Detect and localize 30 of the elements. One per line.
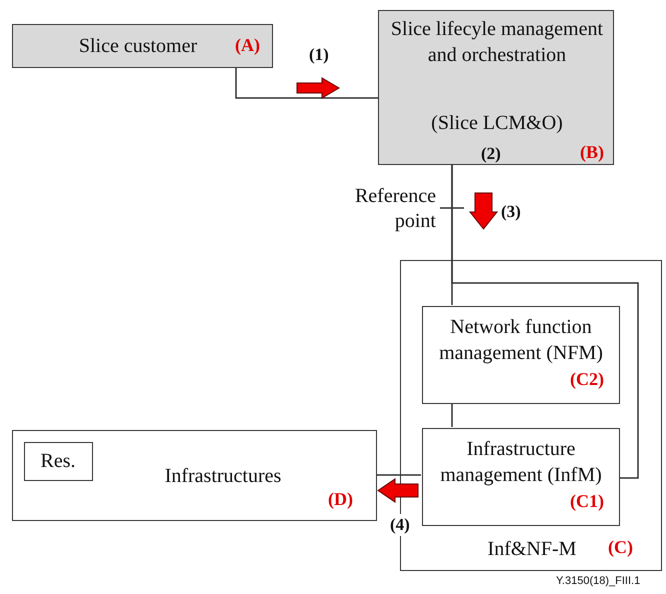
step-number: (2) [481,144,501,164]
actor-box [12,24,273,68]
box-title: Slice customer [78,34,198,59]
step-number: (1) [309,45,329,65]
box-title: (Slice LCM&O) [430,111,564,136]
step-number: (3) [501,202,521,222]
function-box [422,306,620,404]
step-number: (4) [390,514,410,536]
resource-box [24,442,93,481]
reference-letter: (D) [328,489,353,510]
reference-letter: (A) [235,35,260,56]
reference-point-label: Reference point [354,184,436,234]
process-box [378,10,614,165]
connector-line [451,403,453,427]
reference-letter: (B) [580,142,604,163]
reference-letter: (C2) [570,369,604,390]
box-title: Slice lifecyle management and orchestration [390,17,604,68]
figure-id: Y.3150(18)_FIII.1 [556,575,640,587]
reference-letter: (C) [608,537,633,558]
connector-line [235,68,378,99]
reference-letter: (C1) [570,491,604,512]
connector-line [377,474,421,476]
resource-box [12,430,377,521]
connector-line [451,165,639,479]
box-title: Inf&NF-M [486,537,578,562]
box-title: Infrastructures [164,464,282,489]
function-box [422,428,620,526]
box-title: Network function management (NFM) [438,315,604,366]
box-title: Res. [40,449,76,474]
box-title: Infrastructure management (InfM) [439,437,603,488]
